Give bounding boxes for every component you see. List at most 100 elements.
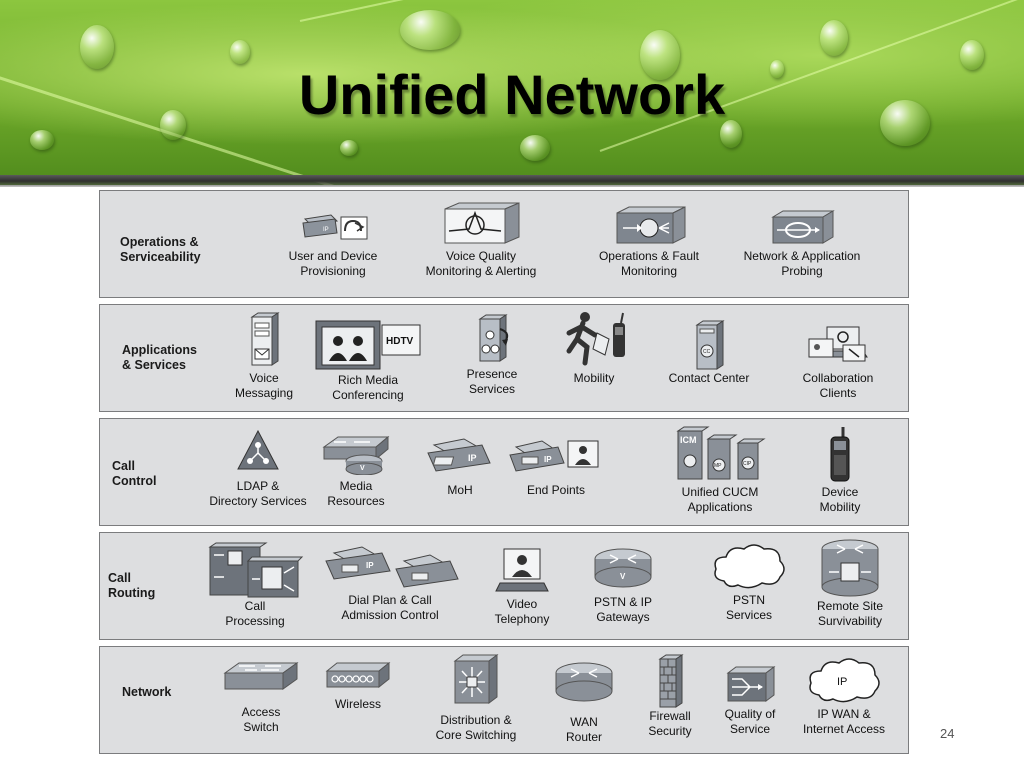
item-rich-media-conferencing: HDTV Rich Media Conferencing xyxy=(308,315,428,403)
item-collaboration-clients: Collaboration Clients xyxy=(778,323,898,401)
water-drop xyxy=(960,40,984,70)
item-operations-fault: Operations & Fault Monitoring xyxy=(584,205,714,279)
page-number: 24 xyxy=(940,726,955,741)
water-drop xyxy=(880,100,930,146)
ldap-directory-icon xyxy=(237,429,279,470)
water-drop xyxy=(820,20,848,56)
water-drop xyxy=(640,30,680,80)
running-man-phone-icon xyxy=(566,312,625,366)
item-firewall: Firewall Security xyxy=(630,653,710,739)
row-call-control: Call Control LDAP & Directory Services V xyxy=(99,418,909,526)
item-video-telephony: Video Telephony xyxy=(482,547,562,627)
item-mobility: Mobility xyxy=(552,309,636,386)
item-user-device-provisioning: IP User and Device Provisioning xyxy=(273,209,393,279)
item-wan-router: WAN Router xyxy=(544,661,624,745)
item-pstn-services: PSTN Services xyxy=(706,541,792,623)
item-wireless: Wireless xyxy=(320,661,396,712)
mobile-phone-icon xyxy=(830,427,850,482)
firewall-icon xyxy=(658,654,684,708)
water-drop xyxy=(520,135,550,161)
item-presence-services: Presence Services xyxy=(452,313,532,397)
item-caption: Collaboration Clients xyxy=(802,371,874,400)
core-switch-icon xyxy=(453,654,499,704)
ip-cloud-icon: IP xyxy=(809,658,880,703)
item-call-processing: Call Processing xyxy=(204,539,306,629)
row-applications: Applications & Services Voice Messaging xyxy=(99,304,909,412)
svg-text:V: V xyxy=(360,465,365,472)
item-caption: Dial Plan & Call Admission Control xyxy=(341,593,439,622)
item-caption: Remote Site Survivability xyxy=(816,599,884,628)
row-label: Call Control xyxy=(112,459,157,488)
svg-text:V: V xyxy=(620,572,626,581)
item-caption: Rich Media Conferencing xyxy=(332,373,404,402)
ip-badge: IP xyxy=(366,561,374,570)
item-caption: Voice Quality Monitoring & Alerting xyxy=(425,249,537,278)
item-caption: Presence Services xyxy=(466,367,518,396)
item-caption: Quality of Service xyxy=(724,707,776,736)
item-caption: Device Mobility xyxy=(819,485,861,514)
mp-badge: MP xyxy=(714,463,722,469)
contact-center-server-icon: CC xyxy=(695,320,725,370)
item-quality-of-service: Quality of Service xyxy=(710,665,790,737)
water-drop xyxy=(770,60,784,78)
item-cucm-applications: ICM MP CIP Unified CUCM Applications xyxy=(660,425,780,515)
ip-phone-icon: IP xyxy=(427,438,491,472)
cip-badge: CIP xyxy=(743,461,752,467)
water-drop xyxy=(230,40,250,64)
row-call-routing: Call Routing Call Processing IP xyxy=(99,532,909,640)
water-drop xyxy=(30,130,54,150)
row-network: Network Access Switch Wireless xyxy=(99,646,909,754)
voice-gateway-router-icon: V xyxy=(594,548,652,588)
network-probe-icon xyxy=(771,210,835,244)
item-contact-center: CC Contact Center xyxy=(654,319,764,386)
water-drop xyxy=(720,120,742,148)
fault-monitor-icon xyxy=(616,206,686,244)
remote-site-router-icon xyxy=(821,539,879,597)
collaboration-clients-icon xyxy=(808,326,868,362)
item-dial-plan: IP Dial Plan & Call Admission Control xyxy=(316,543,464,623)
item-remote-site: Remote Site Survivability xyxy=(800,537,900,629)
video-telephony-icon xyxy=(495,548,549,592)
item-caption: Network & Application Probing xyxy=(743,249,861,278)
ip-badge: IP xyxy=(468,453,477,463)
wan-router-icon xyxy=(555,662,613,702)
item-caption: Voice Messaging xyxy=(234,371,294,400)
item-moh: IP MoH xyxy=(422,433,498,498)
voice-quality-monitor-icon xyxy=(444,202,520,244)
water-drop xyxy=(340,140,358,156)
item-caption: Distribution & Core Switching xyxy=(435,713,517,742)
wireless-ap-icon xyxy=(325,661,391,689)
pstn-cloud-icon xyxy=(714,544,785,589)
item-network-probing: Network & Application Probing xyxy=(732,209,872,279)
slide-title: Unified Network xyxy=(298,63,726,126)
hdtv-conferencing-icon: HDTV xyxy=(315,320,421,370)
item-caption: Media Resources xyxy=(327,479,385,508)
voice-messaging-server-icon xyxy=(250,312,280,366)
ip-badge: IP xyxy=(837,676,847,688)
item-caption: PSTN & IP Gateways xyxy=(593,595,652,624)
ip-phone-video-icon: IP xyxy=(509,440,599,472)
item-caption: PSTN Services xyxy=(725,593,772,622)
item-caption: LDAP & Directory Services xyxy=(209,479,307,508)
water-drop xyxy=(160,110,186,140)
call-processing-servers-icon xyxy=(208,542,304,598)
item-caption: Access Switch xyxy=(241,705,281,734)
access-switch-icon xyxy=(223,662,299,690)
item-caption: IP WAN & Internet Access xyxy=(802,707,886,736)
item-caption: Video Telephony xyxy=(494,597,550,626)
ip-badge: IP xyxy=(544,455,552,464)
media-resource-router-icon: V xyxy=(322,435,390,475)
item-ip-wan-internet: IP IP WAN & Internet Access xyxy=(788,657,900,737)
item-distribution-core: Distribution & Core Switching xyxy=(418,653,534,743)
slide-header: Unified Network xyxy=(0,0,1024,185)
item-voice-messaging: Voice Messaging xyxy=(224,311,304,401)
item-caption: Contact Center xyxy=(668,371,750,385)
row-label: Call Routing xyxy=(108,571,156,600)
item-caption: MoH xyxy=(447,483,473,497)
item-caption: Mobility xyxy=(573,371,615,385)
item-device-mobility: Device Mobility xyxy=(790,425,890,515)
svg-text:IP: IP xyxy=(323,227,329,233)
row-label: Applications & Services xyxy=(122,343,198,372)
water-drop xyxy=(80,25,114,69)
item-caption: End Points xyxy=(526,483,586,497)
